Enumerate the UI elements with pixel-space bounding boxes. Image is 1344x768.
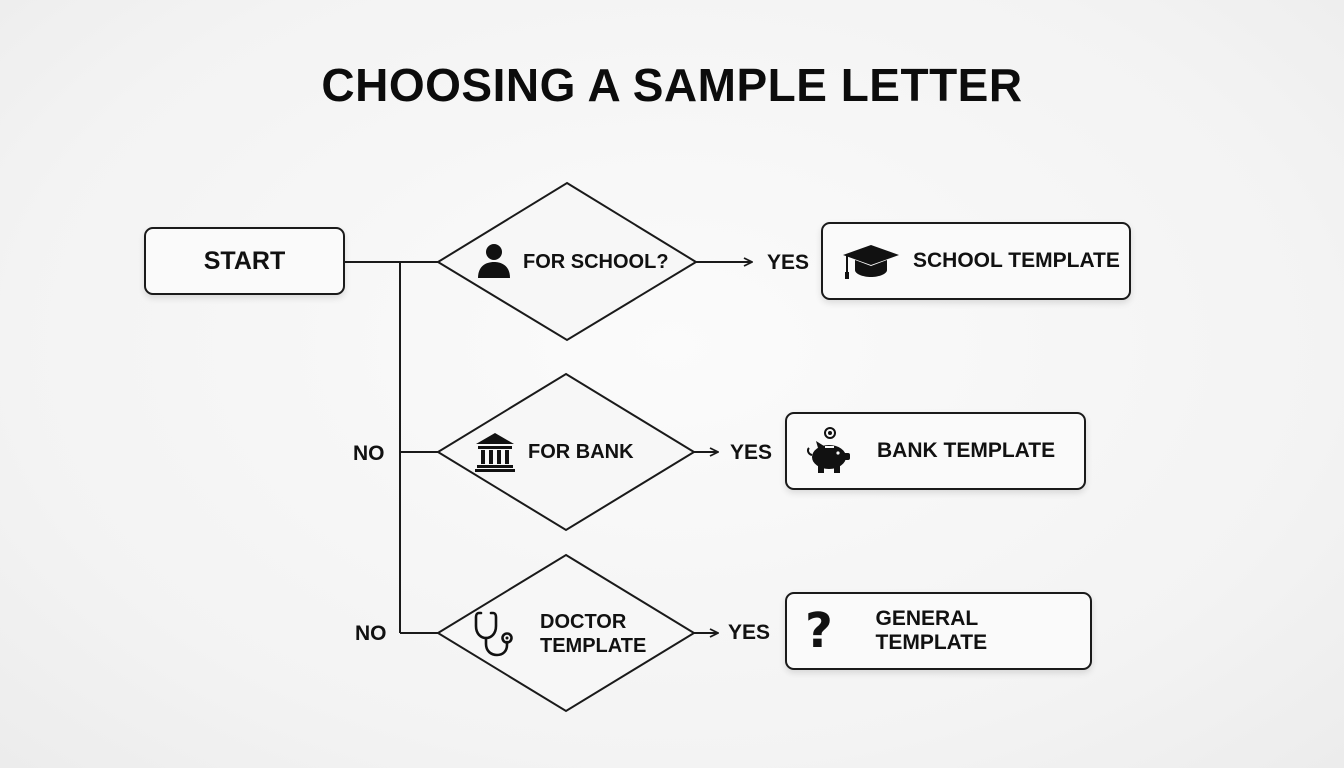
stethoscope-icon	[473, 610, 519, 663]
decision-label-bank: FOR BANK	[528, 441, 634, 463]
result-label-school: SCHOOL TEMPLATE	[913, 249, 1120, 272]
piggy-bank-icon	[805, 427, 867, 474]
result-box-bank[interactable]: BANK TEMPLATE	[785, 412, 1086, 490]
bank-building-icon	[474, 431, 516, 478]
decision-label-doctor: DOCTOR TEMPLATE	[540, 610, 646, 658]
decision-label-doctor-line1: DOCTOR	[540, 611, 627, 633]
yes-label-bank: YES	[730, 441, 773, 464]
start-label: START	[203, 246, 286, 275]
question-mark-icon: ?	[805, 603, 866, 659]
person-icon	[474, 240, 514, 285]
graduation-cap-icon	[841, 238, 903, 284]
yes-label-school: YES	[767, 251, 810, 274]
result-label-bank: BANK TEMPLATE	[877, 439, 1056, 462]
decision-diamond-school	[436, 181, 698, 342]
no-label-bank: NO	[353, 442, 385, 465]
decision-label-doctor-line2: TEMPLATE	[540, 635, 647, 657]
result-box-school[interactable]: SCHOOL TEMPLATE	[821, 222, 1131, 300]
question-mark-glyph: ?	[805, 603, 833, 659]
no-label-doctor: NO	[355, 622, 387, 645]
result-label-general: GENERAL TEMPLATE	[875, 607, 988, 654]
result-box-general[interactable]: ? GENERAL TEMPLATE	[785, 592, 1092, 670]
decision-diamond-bank	[436, 372, 696, 532]
decision-label-school: FOR SCHOOL?	[523, 251, 669, 273]
yes-label-doctor: YES	[728, 621, 771, 644]
decision-diamond-doctor	[436, 553, 696, 713]
page-title: CHOOSING A SAMPLE LETTER	[321, 59, 1023, 111]
start-node[interactable]: START	[144, 227, 345, 295]
